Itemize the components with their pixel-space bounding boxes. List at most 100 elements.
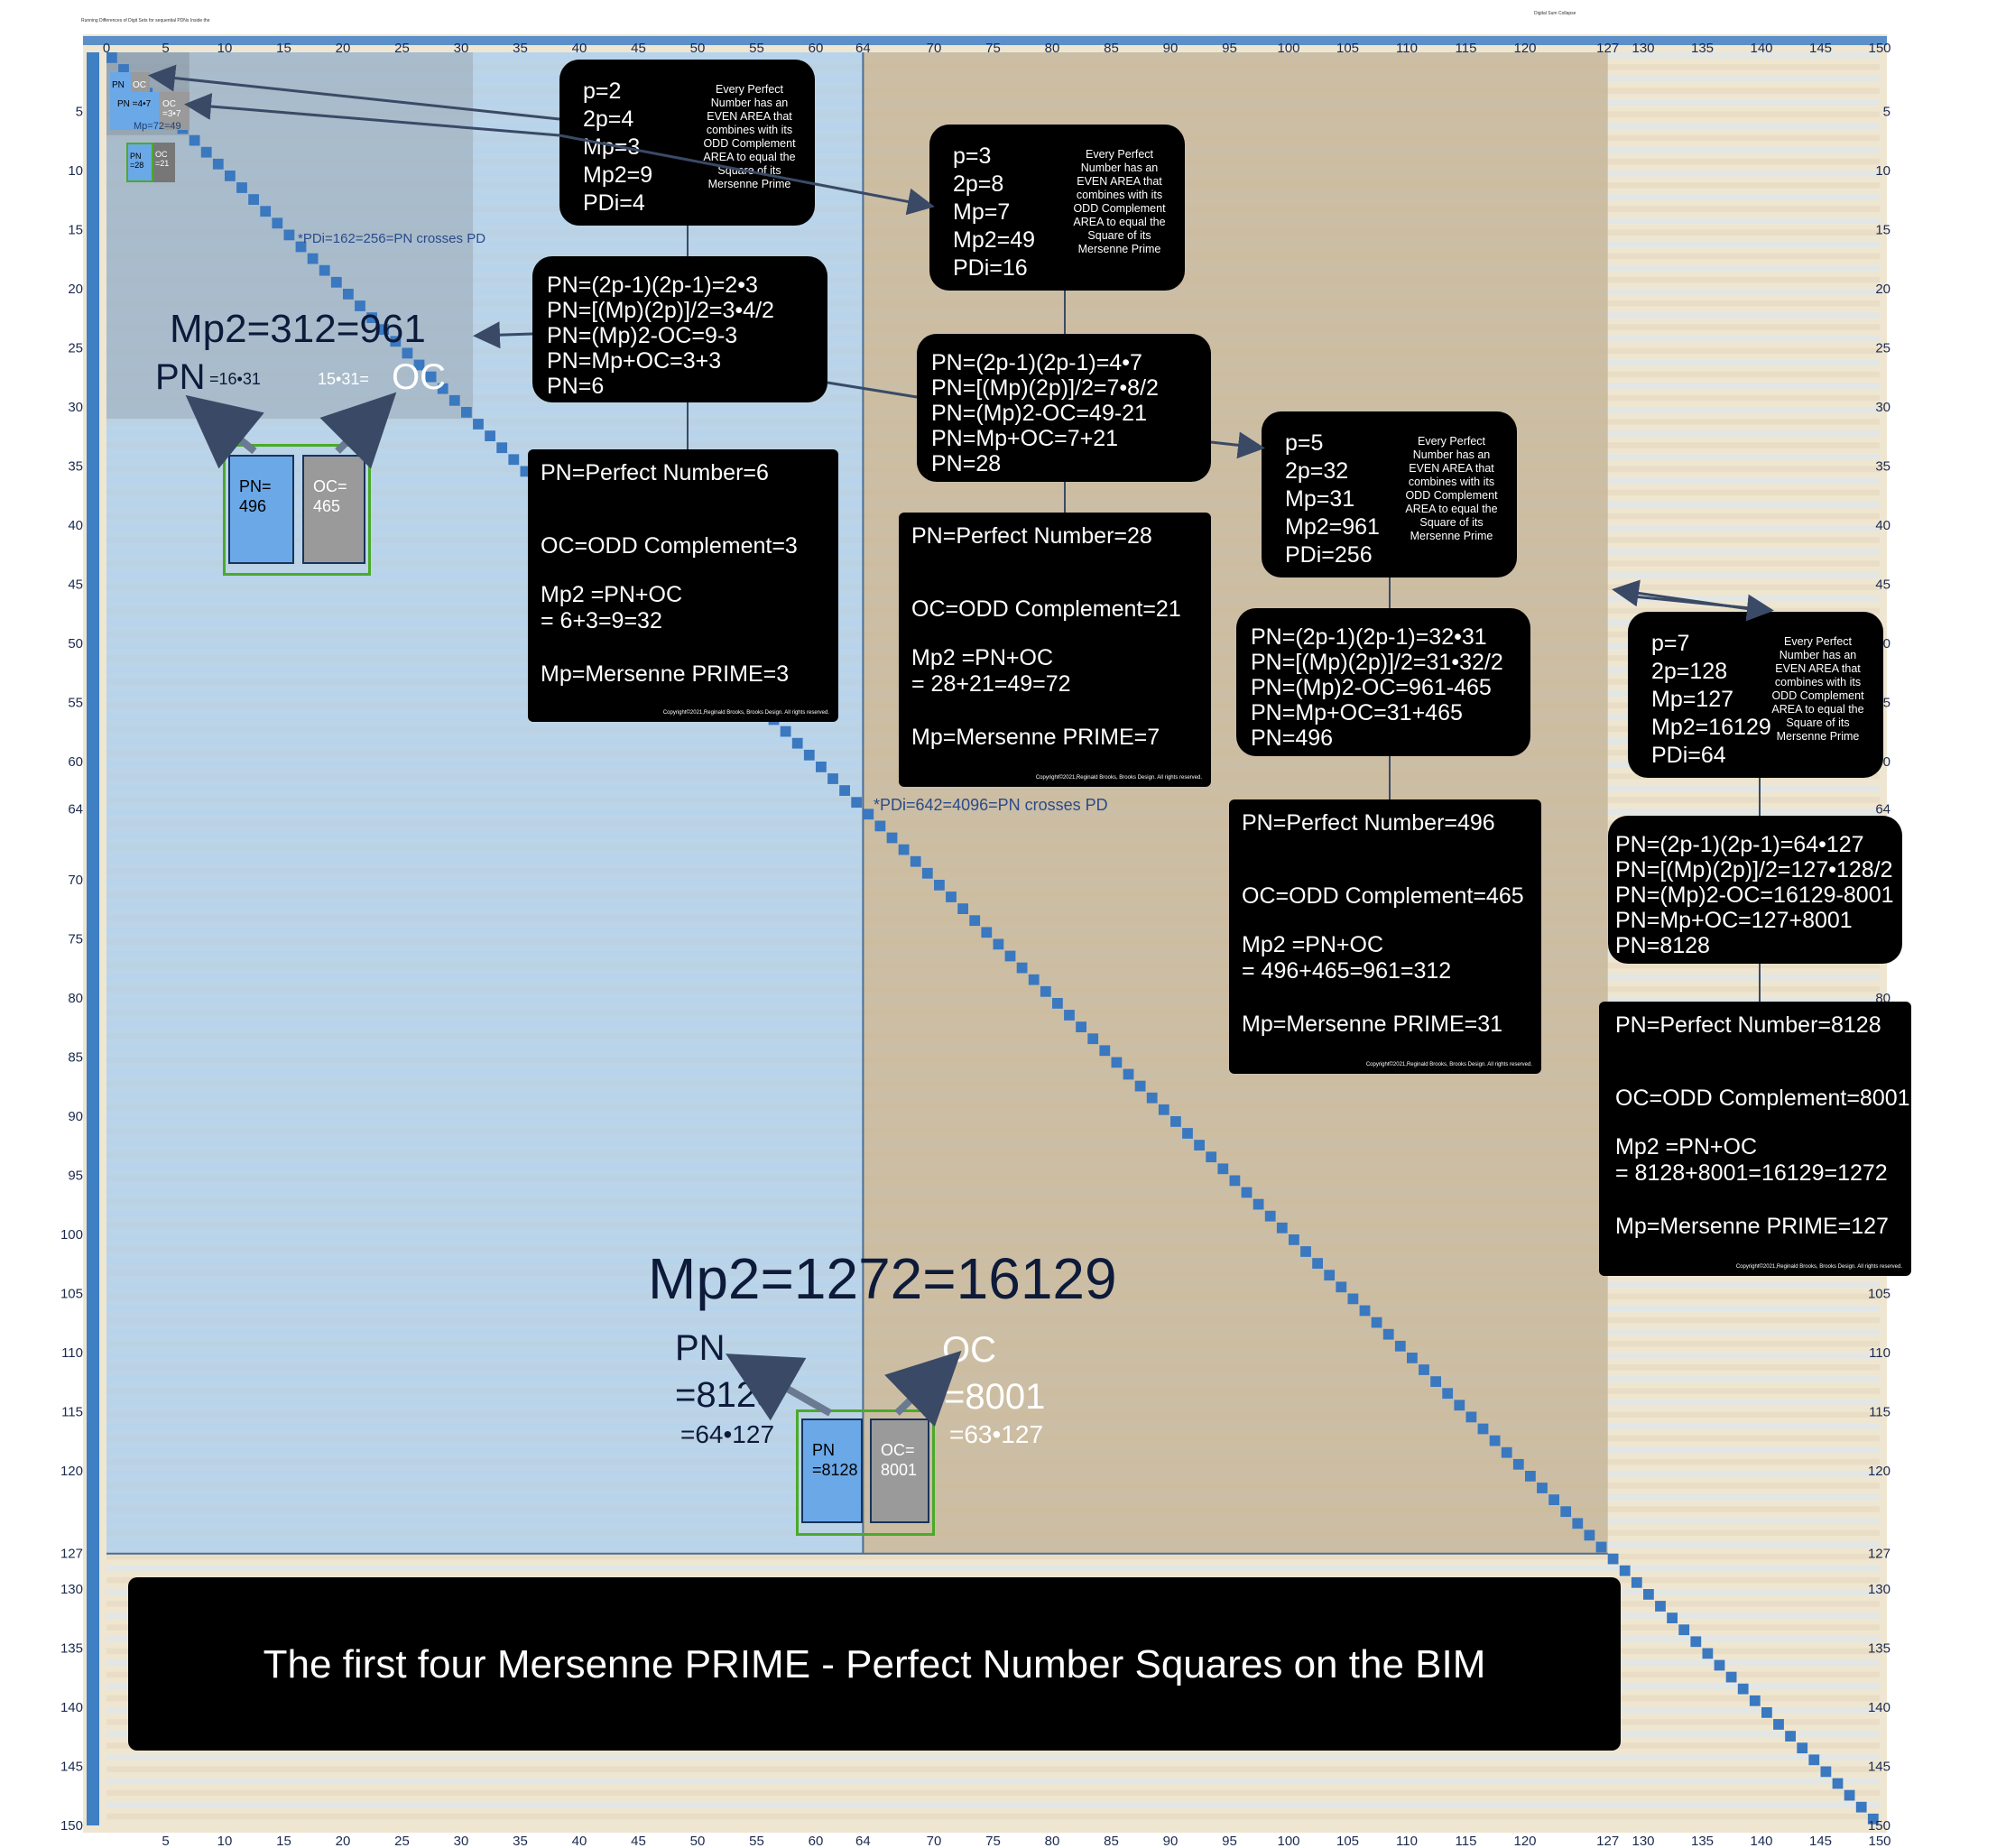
p5-definition-box: PN=Perfect Number=496 OC=ODD Complement=… bbox=[1229, 799, 1541, 1074]
diagonal-cell bbox=[1394, 1340, 1406, 1352]
p7-formula-box: PN=(2p-1)(2p-1)=64•127 PN=[(Mp)(2p)]/2=1… bbox=[1608, 816, 1902, 964]
top-tick-120: 120 bbox=[1513, 41, 1536, 56]
diagonal-cell bbox=[1182, 1128, 1193, 1139]
p2-mp: Mp=3 bbox=[583, 134, 641, 160]
top-tick-110: 110 bbox=[1396, 41, 1418, 56]
p2-mp2: Mp2=9 bbox=[583, 162, 653, 188]
p5-mp: Mp=31 bbox=[1285, 486, 1355, 512]
diagonal-cell bbox=[1690, 1636, 1702, 1648]
big-pn-factor: =64•127 bbox=[680, 1420, 775, 1448]
left-tick-64: 64 bbox=[68, 801, 83, 817]
diagonal-cell bbox=[934, 880, 945, 891]
pn-label: PN bbox=[155, 357, 206, 397]
diagonal-cell bbox=[1276, 1222, 1288, 1234]
diagonal-cell bbox=[225, 171, 236, 181]
bottom-tick-45: 45 bbox=[631, 1834, 646, 1848]
left-tick-145: 145 bbox=[60, 1760, 83, 1775]
p2-copyright: Copyright©2021,Reginald Brooks, Brooks D… bbox=[662, 710, 829, 716]
diagonal-cell bbox=[1489, 1435, 1501, 1446]
top-tick-origin: 0 bbox=[103, 41, 110, 56]
diagonal-cell bbox=[1064, 1010, 1075, 1021]
left-tick-50: 50 bbox=[68, 636, 83, 651]
diagonal-cell bbox=[1749, 1695, 1761, 1706]
left-tick-5: 5 bbox=[76, 105, 83, 120]
diagonal-cell bbox=[1643, 1589, 1654, 1600]
p7-d4: = 8128+8001=16129=1272 bbox=[1615, 1160, 1888, 1186]
diagonal-cell bbox=[1855, 1801, 1867, 1813]
diagonal-cell bbox=[1052, 998, 1063, 1009]
p3-d2: OC=ODD Complement=21 bbox=[911, 596, 1181, 622]
diagonal-cell bbox=[1607, 1553, 1619, 1565]
oc465-square: OC= 465 bbox=[302, 455, 365, 564]
top-tick-127: 127 bbox=[1596, 41, 1619, 56]
p7-d1: PN=Perfect Number=8128 bbox=[1615, 1012, 1881, 1038]
p7-f4: PN=Mp+OC=127+8001 bbox=[1615, 908, 1853, 933]
diagonal-cell bbox=[1737, 1683, 1749, 1695]
bottom-tick-85: 85 bbox=[1104, 1834, 1119, 1848]
right-tick-40: 40 bbox=[1875, 518, 1890, 533]
p3-f5: PN=28 bbox=[931, 451, 1002, 476]
top-tick-135: 135 bbox=[1691, 41, 1714, 56]
p7-copyright: Copyright©2021,Reginald Brooks, Brooks D… bbox=[1735, 1264, 1902, 1270]
top-tick-100: 100 bbox=[1277, 41, 1299, 56]
right-tick-140: 140 bbox=[1868, 1700, 1890, 1715]
diagonal-cell bbox=[1773, 1719, 1784, 1730]
p3-d3: Mp2 =PN+OC bbox=[911, 645, 1054, 670]
big-oc-factor: =63•127 bbox=[949, 1420, 1044, 1448]
diagonal-cell bbox=[366, 312, 377, 323]
right-tick-105: 105 bbox=[1868, 1287, 1890, 1302]
diagonal-cell bbox=[413, 359, 425, 371]
left-tick-30: 30 bbox=[68, 400, 83, 415]
diagonal-cell bbox=[1300, 1246, 1311, 1257]
p3-f2: PN=[(Mp)(2p)]/2=7•8/2 bbox=[931, 375, 1159, 401]
diagonal-cell bbox=[1123, 1068, 1134, 1080]
left-tick-120: 120 bbox=[60, 1464, 83, 1479]
bottom-tick-105: 105 bbox=[1336, 1834, 1359, 1848]
diagonal-cell bbox=[520, 466, 532, 477]
diagonal-cell bbox=[1655, 1601, 1666, 1612]
diagonal-cell bbox=[851, 797, 863, 808]
p3-d4: = 28+21=49=72 bbox=[911, 671, 1071, 697]
top-tick-75: 75 bbox=[985, 41, 1001, 56]
mp49-label: Mp=72=49 bbox=[134, 121, 181, 132]
sq961-frame bbox=[223, 444, 371, 576]
diagonal-cell bbox=[1867, 1813, 1879, 1825]
top-tick-55: 55 bbox=[749, 41, 764, 56]
pn496-square: PN= 496 bbox=[228, 455, 294, 564]
diagonal-cell bbox=[816, 762, 827, 772]
diagonal-cell bbox=[791, 737, 803, 749]
diagonal-cell bbox=[1667, 1612, 1678, 1623]
diagonal-cell bbox=[1548, 1494, 1559, 1505]
bottom-tick-25: 25 bbox=[394, 1834, 410, 1848]
left-tick-25: 25 bbox=[68, 341, 83, 356]
diagonal-cell bbox=[118, 64, 129, 75]
diagonal-cell bbox=[343, 289, 354, 300]
p5-d2: OC=ODD Complement=465 bbox=[1242, 883, 1524, 909]
p3-formula-box: PN=(2p-1)(2p-1)=4•7 PN=[(Mp)(2p)]/2=7•8/… bbox=[917, 334, 1211, 482]
p3-f1: PN=(2p-1)(2p-1)=4•7 bbox=[931, 350, 1142, 375]
p7-two-p: 2p=128 bbox=[1651, 659, 1728, 684]
diagonal-cell bbox=[283, 229, 295, 241]
diagonal-cell bbox=[1264, 1210, 1276, 1222]
left-tick-110: 110 bbox=[61, 1345, 83, 1361]
diagonal-cell bbox=[390, 336, 402, 347]
bottom-tick-80: 80 bbox=[1045, 1834, 1060, 1848]
row-stripe bbox=[106, 1813, 1880, 1820]
right-tick-127: 127 bbox=[1868, 1547, 1890, 1562]
bottom-tick-20: 20 bbox=[336, 1834, 351, 1848]
arrow-p3-to-p5 bbox=[1210, 431, 1265, 459]
row-stripe bbox=[106, 1778, 1880, 1785]
bottom-tick-15: 15 bbox=[276, 1834, 291, 1848]
p5-f5: PN=496 bbox=[1251, 725, 1334, 751]
left-tick-130: 130 bbox=[60, 1582, 83, 1597]
sq16129-frame bbox=[796, 1409, 935, 1536]
diagonal-cell bbox=[910, 855, 921, 867]
right-tick-35: 35 bbox=[1875, 459, 1890, 475]
top-tick-60: 60 bbox=[809, 41, 824, 56]
right-tick-10: 10 bbox=[1875, 163, 1890, 179]
header-right-caption: Digital Sum Collapse bbox=[1534, 11, 1576, 16]
left-spine bbox=[87, 52, 99, 1825]
p7-f5: PN=8128 bbox=[1615, 933, 1710, 958]
diagonal-cell bbox=[106, 52, 117, 63]
p5-f2: PN=[(Mp)(2p)]/2=31•32/2 bbox=[1251, 650, 1503, 675]
